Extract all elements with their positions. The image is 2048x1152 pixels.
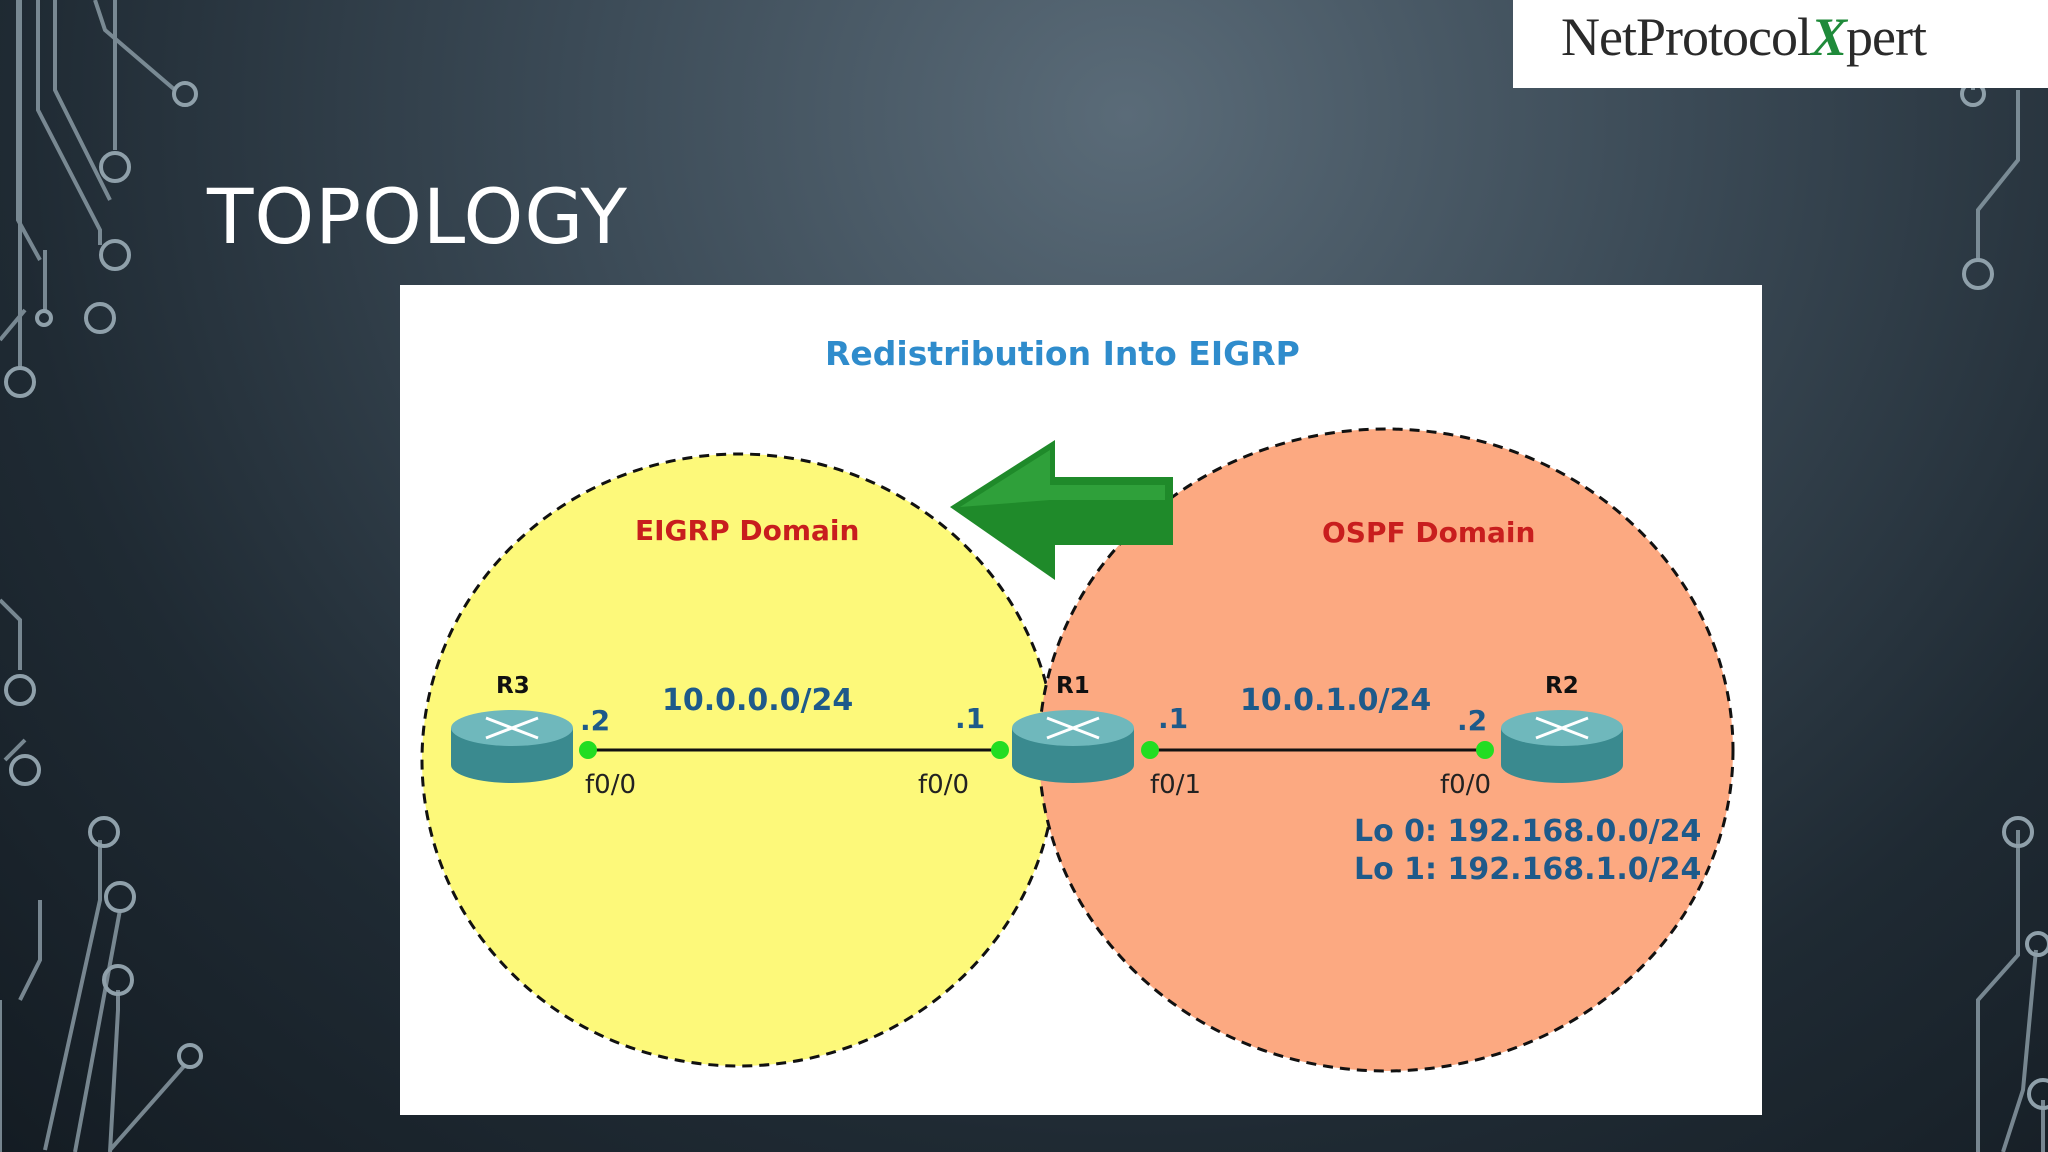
interface-dot-r1-left — [991, 741, 1009, 759]
slide-title: TOPOLOGY — [207, 172, 628, 261]
arrow-highlight — [960, 450, 1165, 507]
interface-label-r2: f0/0 — [1440, 770, 1491, 800]
router-r2-icon[interactable] — [1501, 710, 1623, 783]
interface-label-r1-left: f0/0 — [918, 770, 969, 800]
network-label-link1: 10.0.0.0/24 — [662, 683, 853, 718]
router-r2-label: R2 — [1545, 673, 1579, 699]
host-label-r1-left: .1 — [955, 702, 985, 735]
ospf-domain-label: OSPF Domain — [1322, 516, 1535, 549]
router-r3-icon[interactable] — [451, 710, 573, 783]
circuit-decoration-right — [1960, 80, 2048, 1152]
interface-dot-r2 — [1476, 741, 1494, 759]
host-label-r1-right: .1 — [1158, 702, 1188, 735]
interface-label-r1-right: f0/1 — [1150, 770, 1201, 800]
interface-label-r3: f0/0 — [585, 770, 636, 800]
circuit-decoration-left — [0, 0, 203, 1152]
eigrp-domain-label: EIGRP Domain — [635, 514, 859, 547]
topology-diagram: Redistribution Into EIGRP EIGRP Domain O… — [400, 285, 1762, 1115]
loopback-1-label: Lo 1: 192.168.1.0/24 — [1354, 852, 1701, 887]
router-r1-label: R1 — [1056, 673, 1090, 699]
interface-dot-r1-right — [1141, 741, 1159, 759]
redistribution-arrow-icon — [950, 440, 1173, 580]
router-r1-icon[interactable] — [1012, 710, 1134, 783]
host-label-r2: .2 — [1457, 704, 1487, 737]
diagram-title: Redistribution Into EIGRP — [825, 334, 1300, 373]
loopback-0-label: Lo 0: 192.168.0.0/24 — [1354, 814, 1701, 849]
netprotocolxpert-logo: NetProtocolXpert — [1513, 0, 2048, 88]
network-label-link2: 10.0.1.0/24 — [1240, 683, 1431, 718]
logo-wordmark: NetProtocolXpert — [1561, 7, 1927, 67]
interface-dot-r3 — [579, 741, 597, 759]
host-label-r3: .2 — [580, 704, 610, 737]
router-r3-label: R3 — [496, 673, 530, 699]
